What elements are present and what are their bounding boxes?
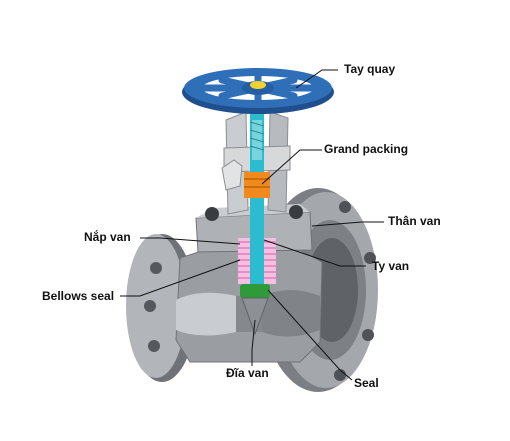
label-dia-van: Đĩa van — [226, 366, 269, 380]
label-nap-van: Nắp van — [84, 229, 131, 244]
label-grand-packing: Grand packing — [324, 142, 408, 156]
yoke — [221, 111, 291, 215]
disc — [240, 284, 270, 336]
handwheel — [182, 68, 334, 114]
bellows — [238, 236, 276, 288]
label-than-van: Thân van — [388, 214, 441, 228]
gland-packing — [244, 172, 270, 198]
leader-lines — [120, 69, 384, 381]
label-ty-van: Ty van — [372, 259, 409, 273]
label-tay-quay: Tay quay — [344, 62, 395, 76]
label-bellows-seal: Bellows seal — [42, 289, 114, 303]
label-seal: Seal — [354, 376, 379, 390]
